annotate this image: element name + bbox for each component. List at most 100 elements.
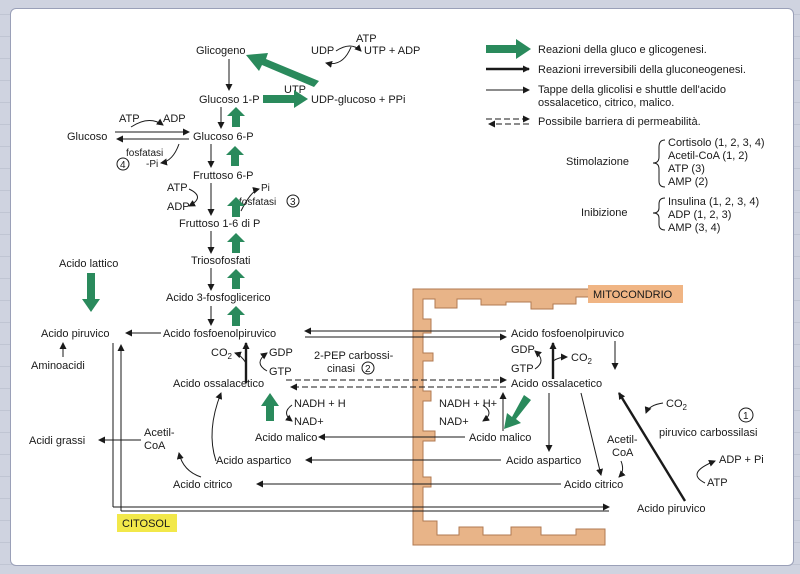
arrow-udp-utp <box>335 44 362 52</box>
aminoacidi: Aminoacidi <box>31 360 85 372</box>
arrow-acetilcoa-cit-mito <box>618 460 626 478</box>
stimolazione-item-4: AMP (2) <box>668 176 708 188</box>
inibizione-item-1: Insulina (1, 2, 3, 4) <box>668 196 759 208</box>
enzyme-3-circle <box>286 194 300 208</box>
adp-fr: ADP <box>167 201 190 213</box>
green-arrow-udpglc-glycogen <box>246 53 319 87</box>
mitochondrion-label: MITOCONDRIO <box>593 289 673 301</box>
legend: Reazioni della gluco e glicogenesi. Reaz… <box>486 39 746 128</box>
atp-mito: ATP <box>707 477 728 489</box>
atp-top: ATP <box>356 33 377 45</box>
arrow-co2-cyto <box>234 351 247 364</box>
enzyme-1-number: 1 <box>743 411 749 422</box>
co2-cyto: CO2 <box>211 347 233 361</box>
arrow-nadh-nad-mito <box>482 404 490 422</box>
gtp-cyto: GTP <box>269 366 292 378</box>
glicogeno: Glicogeno <box>196 45 246 57</box>
acido-malico-cyto: Acido malico <box>255 432 317 444</box>
stimolazione-item-2: Acetil-CoA (1, 2) <box>668 150 748 162</box>
green-arrow-trio-f16 <box>227 233 245 253</box>
enzyme-3-number: 3 <box>290 197 296 208</box>
enzyme-2-number: 2 <box>365 364 371 375</box>
acidi-grassi: Acidi grassi <box>29 435 85 447</box>
pi-1: -Pi <box>146 159 158 170</box>
acido-3-fosfoglicerico: Acido 3-fosfoglicerico <box>166 292 271 304</box>
acido-citrico-mito: Acido citrico <box>564 479 623 491</box>
enzyme-4-number: 4 <box>120 160 126 171</box>
pc-label: piruvico carbossilasi <box>659 427 757 439</box>
mitochondrion-label-bg <box>588 285 683 303</box>
thick-arrow-pyr-oaa-mito <box>617 392 687 502</box>
stimolazione-item-1: Cortisolo (1, 2, 3, 4) <box>668 137 765 149</box>
inibizione-item-2: ADP (1, 2, 3) <box>668 209 731 221</box>
udp: UDP <box>311 45 334 57</box>
legend-green-arrow <box>486 39 531 59</box>
green-arrow-oaa-malate-mito <box>504 395 531 429</box>
arrow-oaa-cit-mito <box>580 392 603 476</box>
regulation: Stimolazione Cortisolo (1, 2, 3, 4) Acet… <box>566 137 765 234</box>
co2-mito: CO2 <box>571 352 593 366</box>
green-arrow-f16-f6p <box>227 197 245 217</box>
gluconeogenesis-diagram: MITOCONDRIO CITOSOL Reazioni della gluco… <box>29 33 765 546</box>
acido-piruvico-mito: Acido piruvico <box>637 503 705 515</box>
arrow-fosfatasi-2 <box>240 187 260 212</box>
glucosio-6p: Glucoso 6-P <box>193 131 254 143</box>
acido-citrico-cyto: Acido citrico <box>173 479 232 491</box>
triosofosfati: Triosofosfati <box>191 255 251 267</box>
legend-thin-text-2: ossalacetico, citrico, malico. <box>538 97 674 109</box>
arrow-co2-pc <box>644 402 664 414</box>
glucosio: Glucoso <box>67 131 107 143</box>
acido-ossalacetico-mito: Acido ossalacetico <box>511 378 602 390</box>
green-arrow-malate-oaa-cyto <box>261 393 279 421</box>
atp-gluc: ATP <box>119 113 140 125</box>
green-arrow-g6p-g1p <box>227 107 245 127</box>
stimolazione-brace <box>652 139 666 188</box>
green-arrow-pep-3pg <box>227 306 245 326</box>
nadh-mito: NADH + H+ <box>439 398 497 410</box>
fruttoso-16: Fruttoso 1-6 di P <box>179 218 260 230</box>
atp-fr: ATP <box>167 182 188 194</box>
legend-thick-text: Reazioni irreversibili della gluconeogen… <box>538 64 746 76</box>
green-arrow-lattico-piruvico <box>82 273 100 312</box>
enzyme-1-circle <box>738 407 754 423</box>
acetil-coa-mito-2: CoA <box>612 447 634 459</box>
gdp-cyto: GDP <box>269 347 293 359</box>
arrow-gtp-gdp-cyto <box>259 352 268 372</box>
inibizione-label: Inibizione <box>581 207 627 219</box>
acido-fosfoenolpiruvico-mito: Acido fosfoenolpiruvico <box>511 328 624 340</box>
acetil-coa-mito-1: Acetil- <box>607 434 638 446</box>
acido-fosfoenolpiruvico-cyto: Acido fosfoenolpiruvico <box>163 328 276 340</box>
arrow-atp-adp-fr <box>188 188 198 207</box>
arrow-co2-mito <box>552 353 568 362</box>
glucosio-1p: Glucoso 1-P <box>199 94 260 106</box>
cytosol-label: CITOSOL <box>122 518 170 530</box>
gtp-mito: GTP <box>511 363 534 375</box>
enzyme-4-circle <box>116 157 130 171</box>
pep-carbossicinasi-1: 2-PEP carbossi- <box>314 350 394 362</box>
acido-lattico: Acido lattico <box>59 258 118 270</box>
acido-ossalacetico-cyto: Acido ossalacetico <box>173 378 264 390</box>
arrow-atp-bend <box>325 46 352 68</box>
fruttoso-6p: Fruttoso 6-P <box>193 170 254 182</box>
green-arrow-g1p-udpglc <box>263 90 308 108</box>
stimolazione-label: Stimolazione <box>566 156 629 168</box>
arrow-gtp-gdp-mito <box>534 350 542 370</box>
arrow-atp-adp-gluc <box>130 118 164 128</box>
fosfatasi-1: fosfatasi <box>126 148 163 159</box>
acido-piruvico-cyto: Acido piruvico <box>41 328 109 340</box>
cytosol-label-bg <box>117 514 177 532</box>
inibizione-brace <box>652 197 666 231</box>
acetil-coa-cyto-1: Acetil- <box>144 427 175 439</box>
stimolazione-item-3: ATP (3) <box>668 163 705 175</box>
arrow-atp-adp-pc <box>696 459 716 484</box>
acido-aspartico-cyto: Acido aspartico <box>216 455 291 467</box>
acido-malico-mito: Acido malico <box>469 432 531 444</box>
fosfatasi-2: fosfatasi <box>239 197 276 208</box>
arrow-nadh-nad-cyto <box>285 404 293 422</box>
utp: UTP <box>284 84 306 96</box>
adp-gluc: ADP <box>163 113 186 125</box>
pi-2: Pi <box>261 183 270 194</box>
nadh-cyto: NADH + H <box>294 398 346 410</box>
acetil-coa-cyto-2: CoA <box>144 440 166 452</box>
